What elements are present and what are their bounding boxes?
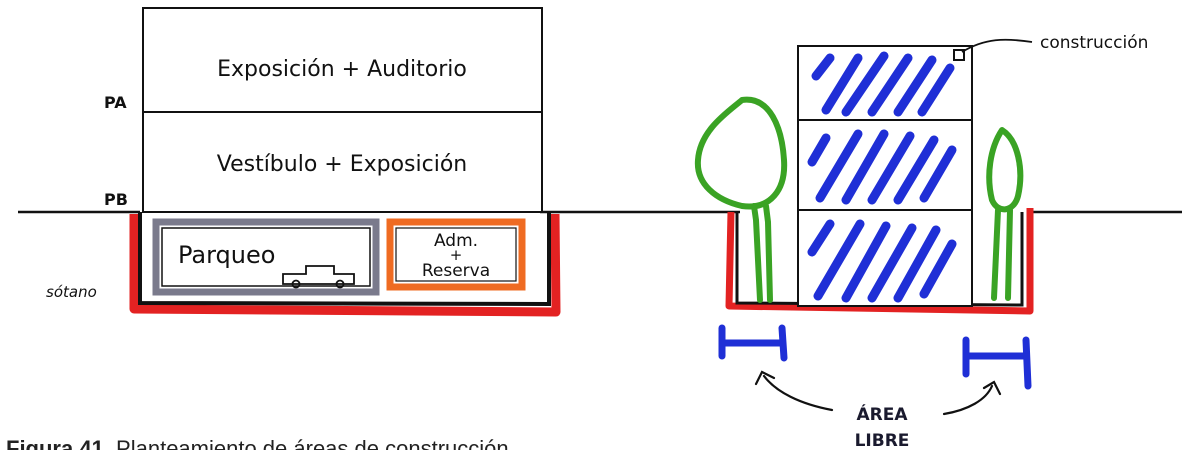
figure-caption-prefix: Figura 41 xyxy=(6,436,104,450)
level-basement-label: sótano xyxy=(46,283,97,301)
admin-label-line3: Reserva xyxy=(422,261,490,281)
construction-leader-line xyxy=(961,38,1033,53)
parking-label: Parqueo xyxy=(178,241,275,269)
excavation-red-outline xyxy=(725,208,1034,315)
construction-corner-mark xyxy=(953,49,965,61)
left-section: Exposición + Auditorio Vestíbulo + Expos… xyxy=(18,7,655,317)
figure-caption-text: Planteamiento de áreas de construcción xyxy=(116,436,509,450)
admin-label-line2: + xyxy=(450,246,463,264)
right-section: construcción ÁR xyxy=(655,33,1182,450)
parking-box-inner xyxy=(161,227,371,287)
free-area-marker-right-icon xyxy=(962,336,1032,390)
tree-right-icon xyxy=(986,127,1024,301)
free-area-label-line1: ÁREA xyxy=(856,403,908,425)
car-icon xyxy=(282,265,355,289)
figure-caption: Figura 41. Planteamiento de áreas de con… xyxy=(6,436,826,450)
construction-label: construcción xyxy=(1040,33,1148,53)
caption-colon: . xyxy=(103,436,117,450)
building-upper-block xyxy=(142,7,543,213)
construction-hatching xyxy=(807,51,957,303)
level-pb-label: PB xyxy=(104,190,128,209)
basement-red-outline xyxy=(129,213,561,317)
ground-floor-label: Vestíbulo + Exposición xyxy=(217,152,468,177)
basement-black-outline xyxy=(138,212,551,307)
admin-box xyxy=(386,218,526,291)
upper-floor-label: Exposición + Auditorio xyxy=(217,57,467,82)
free-area-marker-left-icon xyxy=(718,324,788,362)
level-pa-label: PA xyxy=(104,93,127,112)
admin-box-inner xyxy=(395,227,517,282)
admin-label-line1: Adm. xyxy=(434,231,478,251)
free-area-arrows xyxy=(754,370,1002,416)
free-area-label-line2: LIBRE xyxy=(855,431,910,450)
tree-left-icon xyxy=(694,96,788,303)
